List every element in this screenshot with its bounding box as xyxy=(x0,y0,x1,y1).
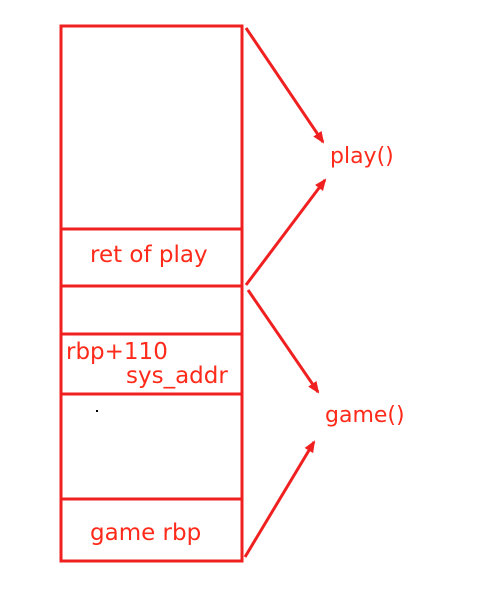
game-frame-label: game() xyxy=(325,403,405,428)
arrow-ret-to-play xyxy=(244,178,327,286)
sys-addr-label: sys_addr xyxy=(126,363,228,389)
arrow-top-to-play xyxy=(244,27,325,144)
ret-of-play-label: ret of play xyxy=(90,242,208,268)
arrow-bottom-to-game xyxy=(243,440,316,558)
rbp-offset-label: rbp+110 xyxy=(66,339,168,365)
stray-dot xyxy=(96,410,98,412)
play-frame-label: play() xyxy=(330,144,394,169)
game-rbp-label: game rbp xyxy=(90,520,202,546)
stack-outline xyxy=(59,24,244,563)
arrow-mid-to-game xyxy=(246,289,320,394)
